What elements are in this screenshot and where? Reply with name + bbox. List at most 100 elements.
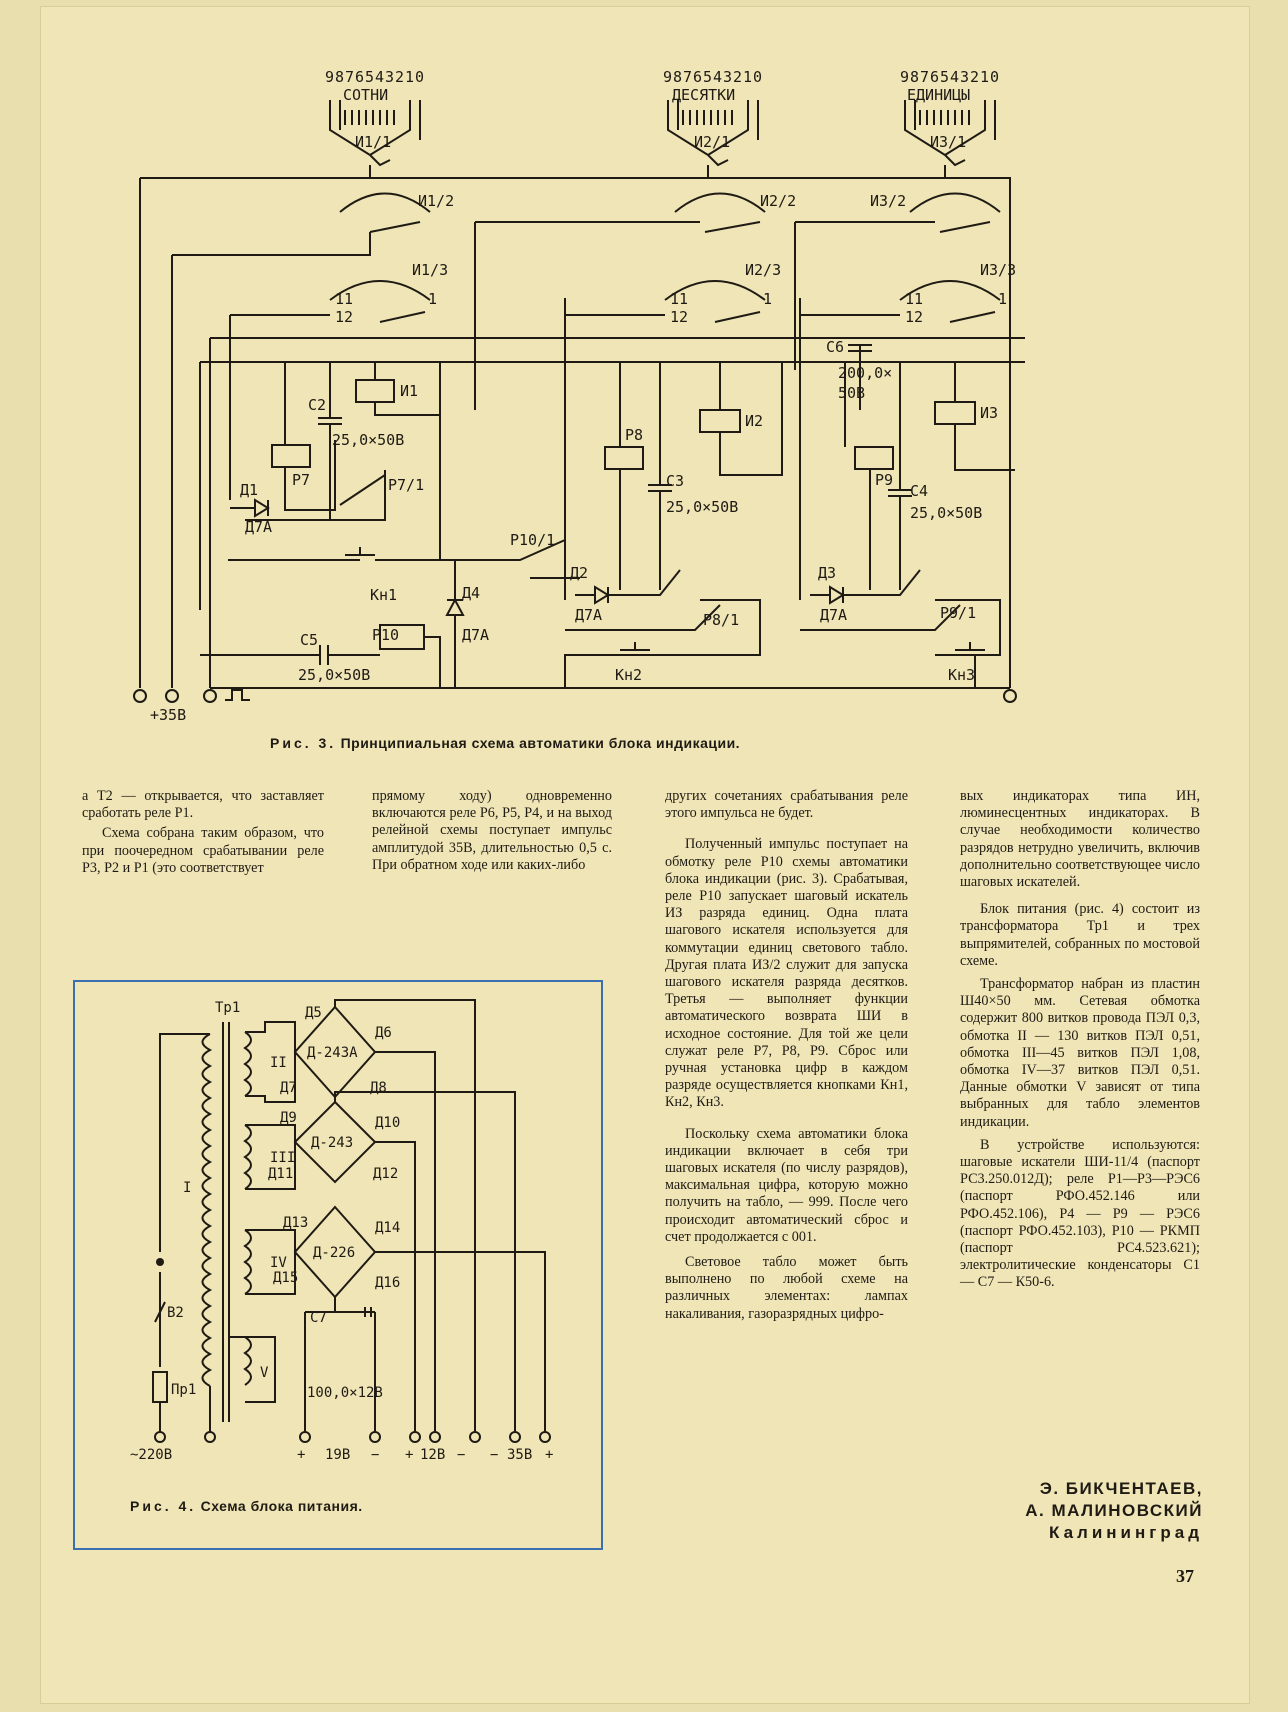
diode-type: Д7А	[820, 606, 847, 624]
switch-label: И2/2	[760, 192, 796, 210]
text-column-1: а Т2 — открывается, что заставляет срабо…	[82, 788, 324, 877]
transformer-label: Тр1	[215, 1000, 240, 1016]
terminal-label: +	[405, 1447, 413, 1463]
diode-label: Д14	[375, 1220, 400, 1236]
capacitor-label: С6	[826, 338, 844, 356]
diode-label: Д5	[305, 1005, 322, 1021]
switch-label: И2/1	[694, 133, 730, 151]
digit: 4	[950, 68, 959, 86]
capacitor-value: 25,0×50В	[298, 666, 370, 684]
digit: 0	[990, 68, 999, 86]
terminal-label: +	[545, 1447, 553, 1463]
caption-prefix: Рис. 4.	[130, 1498, 197, 1514]
contact-label: 11	[335, 290, 353, 308]
caption-text: Схема блока питания.	[200, 1498, 363, 1514]
diode-type: Д7А	[462, 626, 489, 644]
text-column-2: прямому ходу) одновременно включаются ре…	[372, 788, 612, 874]
paragraph: Световое табло может быть выполнено по л…	[665, 1254, 908, 1322]
magazine-page	[40, 6, 1250, 1704]
winding-label: II	[270, 1055, 287, 1071]
winding-label: III	[270, 1150, 295, 1166]
digit: 8	[335, 68, 344, 86]
group-name: ДЕСЯТКИ	[672, 86, 735, 104]
digit: 2	[395, 68, 404, 86]
capacitor-label: С4	[910, 482, 928, 500]
digit: 1	[743, 68, 752, 86]
digit: 8	[910, 68, 919, 86]
contact-label: 11	[905, 290, 923, 308]
contact-label: Р10/1	[510, 531, 555, 549]
paragraph: вых индикаторах типа ИН, люминесцентных …	[960, 788, 1200, 891]
digit: 2	[970, 68, 979, 86]
capacitor-label: С2	[308, 396, 326, 414]
caption-prefix: Рис. 3.	[270, 735, 337, 751]
capacitor-value: 200,0×	[838, 364, 892, 382]
winding-label: IV	[270, 1255, 287, 1271]
terminal-label: −	[371, 1447, 379, 1463]
figure-4-caption: Рис. 4. Схема блока питания.	[130, 1498, 363, 1514]
digit: 9	[325, 68, 334, 86]
switch-label: И3/1	[930, 133, 966, 151]
terminal-label: +35В	[150, 706, 186, 720]
digit-row-edinicy: 9 8 7 6 5 4 3 2 1 0	[900, 68, 999, 86]
diode-label: Д15	[273, 1270, 298, 1286]
author-name: А. МАЛИНОВСКИЙ	[1025, 1501, 1203, 1520]
switch-label: И3/2	[870, 192, 906, 210]
paragraph: Схема собрана таким образом, что при поо…	[82, 825, 324, 876]
diode-label: Д16	[375, 1275, 400, 1291]
relay-label: Р10	[372, 626, 399, 644]
paragraph: В устройстве используются: шаговые искат…	[960, 1136, 1200, 1291]
terminal-label: 19В	[325, 1447, 350, 1463]
diode-label: Д9	[280, 1110, 297, 1126]
paragraph: Трансформатор набран из пластин Ш40×50 м…	[960, 976, 1200, 1130]
digit: 7	[345, 68, 354, 86]
contact-label: 12	[905, 308, 923, 326]
diode-label: Д12	[373, 1166, 398, 1182]
capacitor-value: 25,0×50В	[666, 498, 738, 516]
contact-label: Р9/1	[940, 604, 976, 622]
digit: 4	[375, 68, 384, 86]
contact-label: 12	[670, 308, 688, 326]
author-name: Э. БИКЧЕНТАЕВ,	[1039, 1479, 1203, 1498]
relay-label: Р9	[875, 471, 893, 489]
contact-label: 1	[428, 290, 437, 308]
digit: 7	[920, 68, 929, 86]
paragraph: а Т2 — открывается, что заставляет срабо…	[82, 788, 324, 822]
terminal-label: −	[490, 1447, 498, 1463]
relay-label: Р8	[625, 426, 643, 444]
digit: 7	[683, 68, 692, 86]
digit: 5	[940, 68, 949, 86]
capacitor-label: С7	[310, 1310, 327, 1326]
bridge-label: Д-243А	[307, 1045, 358, 1061]
digit: 3	[723, 68, 732, 86]
digit: 3	[385, 68, 394, 86]
paragraph: Полученный импульс поступает на обмотку …	[665, 836, 908, 1111]
diode-type: Д7А	[575, 606, 602, 624]
capacitor-value: 25,0×50В	[910, 504, 982, 522]
digit: 9	[900, 68, 909, 86]
diode-label: Д8	[370, 1080, 387, 1096]
paragraph: Блок питания (рис. 4) состоит из трансфо…	[960, 901, 1200, 969]
diode-label: Д7	[280, 1080, 297, 1096]
figure-4-schematic: Тр1 I II III IV V Д5 Д6 Д7 Д8 Д-243А Д9 …	[130, 999, 553, 1463]
button-label: Кн1	[370, 586, 397, 604]
digit: 2	[733, 68, 742, 86]
contact-label: 1	[998, 290, 1007, 308]
switch-sotni	[329, 100, 421, 167]
winding-label: I	[183, 1180, 191, 1196]
switch-label: И1/3	[412, 261, 448, 279]
contact-label: Р8/1	[703, 611, 739, 629]
text-column-4: вых индикаторах типа ИН, люминесцентных …	[960, 788, 1200, 1292]
digit: 1	[980, 68, 989, 86]
switch-label: И2/3	[745, 261, 781, 279]
contact-label: 11	[670, 290, 688, 308]
switch-edinicy	[904, 100, 996, 167]
diode-label: Д11	[268, 1166, 293, 1182]
group-name: СОТНИ	[343, 86, 388, 104]
bridge-label: Д-243	[311, 1135, 353, 1151]
button-label: Кн3	[948, 666, 975, 684]
capacitor-value: 25,0×50В	[332, 431, 404, 449]
text-column-3: других сочетаниях срабатывания реле этог…	[665, 788, 908, 1323]
digit: 9	[663, 68, 672, 86]
bridge-label: Д-226	[313, 1245, 355, 1261]
